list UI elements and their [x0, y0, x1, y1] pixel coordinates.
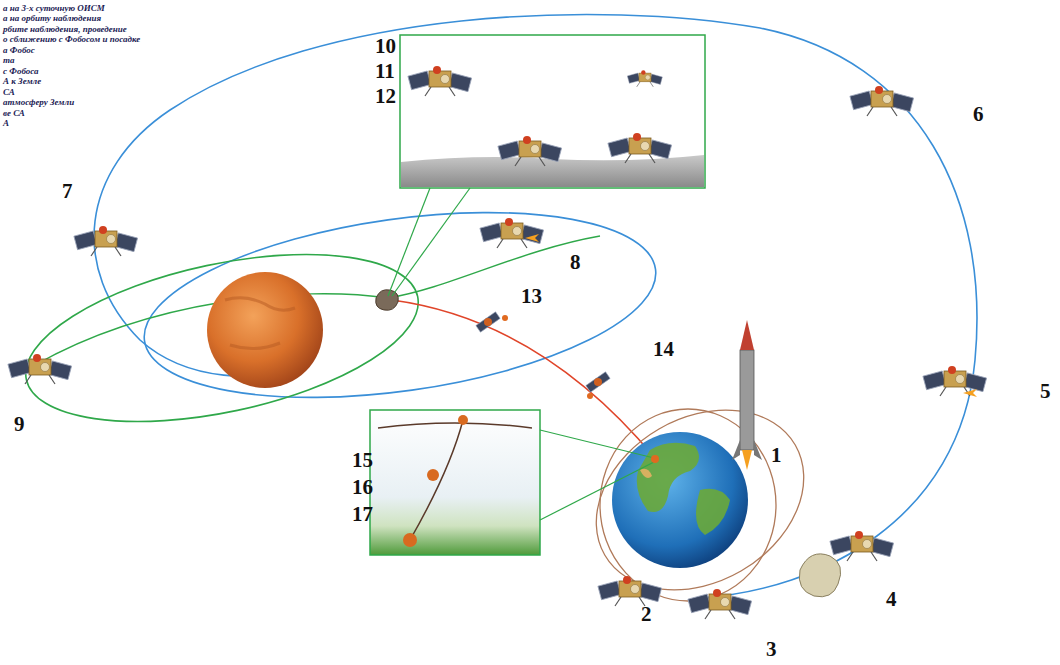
spacecraft — [608, 133, 672, 163]
engine-flame — [963, 389, 977, 397]
note-text: а на 3-х суточную ОИСМ — [3, 3, 105, 13]
callout-number: 15 — [352, 449, 373, 471]
callout-number: 11 — [375, 60, 395, 82]
callout-number: 5 — [1040, 380, 1051, 402]
callout-number: 6 — [973, 103, 984, 125]
earth-land — [640, 469, 652, 478]
callout-number: 14 — [653, 338, 674, 360]
spacecraft — [74, 226, 138, 256]
callout-number: 12 — [375, 85, 396, 107]
note-text: рбите наблюдения, проведение — [3, 24, 127, 34]
return-vehicle — [586, 372, 610, 392]
return-vehicle — [627, 70, 662, 87]
spacecraft — [830, 531, 894, 561]
note-text: о сближению с Фобосом и посадке — [3, 34, 140, 44]
separated-stage — [799, 554, 840, 597]
callout-number: 10 — [375, 35, 396, 57]
earth-orbit — [564, 374, 837, 626]
callout-number: 7 — [62, 180, 73, 202]
callout-number: 17 — [352, 503, 373, 525]
landing-inset — [388, 35, 705, 296]
note-text: та — [3, 55, 15, 65]
callout-number: 2 — [641, 603, 652, 625]
spacecraft — [480, 218, 544, 248]
spacecraft — [408, 66, 472, 96]
note-text: ве СА — [3, 108, 25, 118]
mars — [207, 272, 323, 388]
callout-number: 8 — [570, 251, 581, 273]
callout-number: 1 — [771, 444, 782, 466]
note-text: СА — [3, 87, 15, 97]
callout-number: 9 — [14, 413, 25, 435]
note-text: а Фобос — [3, 45, 35, 55]
trajectory-dot — [587, 393, 593, 399]
engine-flame — [525, 234, 539, 242]
rocket — [732, 320, 762, 470]
note-text: а на орбиту наблюдения — [3, 13, 101, 23]
note-text: с Фобоса — [3, 66, 39, 76]
mars-shading — [225, 298, 295, 349]
callout-number: 13 — [521, 285, 542, 307]
spacecraft — [8, 354, 72, 384]
spacecraft — [923, 366, 987, 396]
callout-number: 3 — [766, 638, 777, 660]
note-text: атмосферу Земли — [3, 97, 74, 107]
transfer-orbit — [94, 14, 977, 598]
callout-number: 16 — [352, 476, 373, 498]
spacecraft — [498, 136, 562, 166]
spacecraft — [688, 589, 752, 619]
note-text: А к Земле — [3, 76, 41, 86]
trajectory-dot — [502, 315, 508, 321]
spacecraft — [598, 576, 662, 606]
descent-inset — [370, 410, 659, 555]
spacecraft — [850, 86, 914, 116]
note-text: А — [3, 118, 9, 128]
callout-number: 4 — [886, 588, 897, 610]
return-vehicle — [476, 312, 500, 332]
